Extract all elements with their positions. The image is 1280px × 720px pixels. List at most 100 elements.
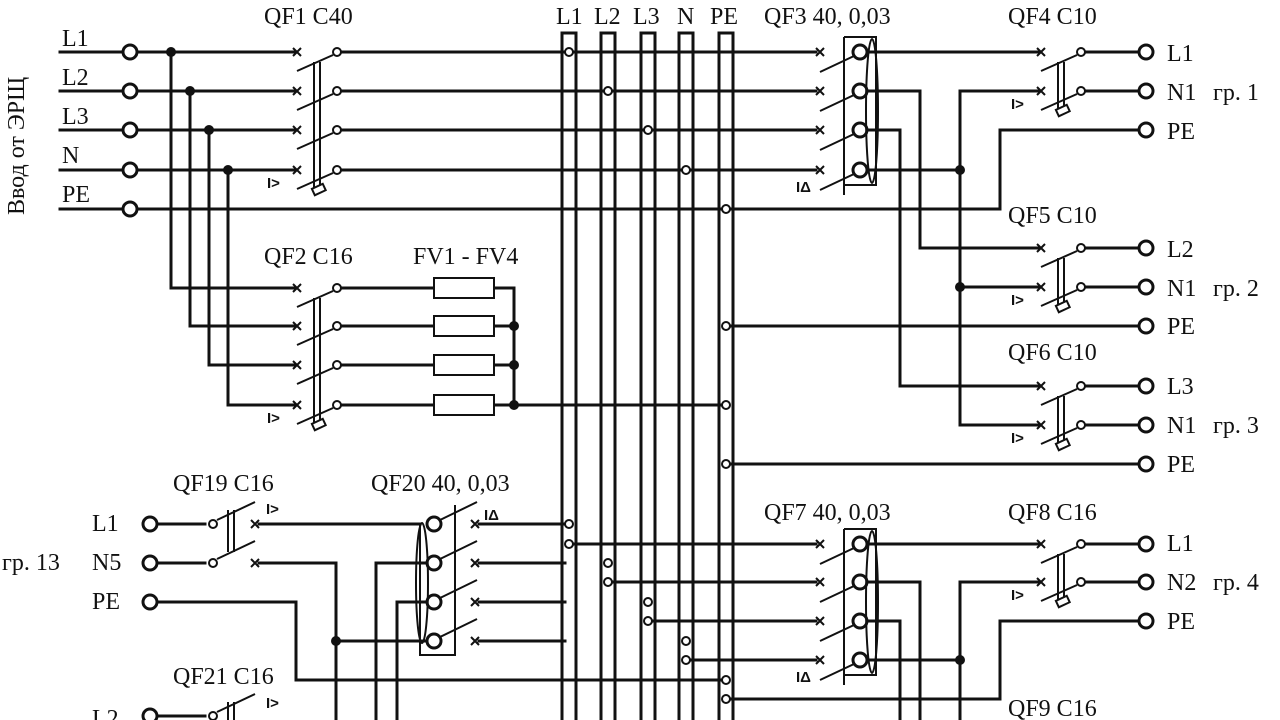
group13-out-pe: PE	[92, 589, 120, 615]
qf5-overcurrent-icon: I>	[1011, 292, 1024, 309]
group13-label: гр. 13	[2, 550, 60, 576]
fixed-contact-x	[815, 86, 825, 96]
busbar-connection	[643, 616, 653, 626]
qf8-overcurrent-icon: I>	[1011, 587, 1024, 604]
fixed-contact-x	[815, 47, 825, 57]
fixed-contact-x	[815, 616, 825, 626]
fixed-contact-x	[292, 47, 302, 57]
qf2-feed-wire	[207, 128, 298, 367]
qf1-contact	[332, 125, 342, 135]
qf3-contact	[851, 121, 869, 139]
group-output-terminal	[1137, 278, 1155, 296]
busbar-connection	[681, 636, 691, 646]
qf6-trip-unit	[1054, 437, 1072, 452]
gr13-terminal	[141, 515, 159, 533]
busbar-n	[677, 31, 695, 720]
qf20-blade	[439, 540, 478, 560]
qf2-contact	[332, 321, 342, 331]
fixed-contact-x	[470, 558, 480, 568]
fuse-label-fv: FV1 - FV4	[413, 244, 518, 270]
busbar-connection	[681, 655, 691, 665]
input-terminal	[121, 121, 139, 139]
group4-label: гр. 4	[1213, 570, 1259, 596]
busbar-connection	[681, 165, 691, 175]
qf21-overcurrent-icon: I>	[266, 695, 279, 712]
qf1-trip-unit	[310, 182, 328, 197]
qf2-feed-wire	[169, 50, 298, 290]
input-terminal	[121, 82, 139, 100]
qf20-blade	[439, 501, 478, 521]
pe-busbar-connection	[721, 459, 731, 469]
fixed-contact-x	[1036, 420, 1046, 430]
qf8-trip-unit	[1054, 594, 1072, 609]
qf21-linkage	[227, 702, 235, 720]
gr13-pe	[155, 600, 724, 682]
qf5-contact	[1076, 243, 1086, 253]
symbols: I>I>IΔI>I>I>I>IΔI>IΔI>	[121, 38, 1155, 720]
pe-gr1	[998, 128, 1140, 211]
qf6-overcurrent-icon: I>	[1011, 430, 1024, 447]
busbar-l2	[599, 31, 617, 720]
qf6-contact	[1076, 381, 1086, 391]
qf8-linkage	[1057, 554, 1065, 602]
fixed-contact-x	[470, 519, 480, 529]
input-title: Ввод от ЭРЩ	[4, 77, 30, 215]
junction-dot	[185, 86, 195, 96]
qf1-contact	[332, 47, 342, 57]
qf4-contact	[1076, 86, 1086, 96]
qf7-blade	[819, 624, 855, 642]
n1-distribution	[958, 89, 1042, 427]
pe-busbar-connection	[721, 694, 731, 704]
busbar-l3	[639, 31, 657, 720]
busbar-connection	[564, 519, 574, 529]
breaker-label-qf5: QF5 C10	[1008, 203, 1097, 229]
qf3-frame	[844, 36, 877, 186]
qf21-contact	[208, 711, 218, 720]
qf7-current-transformer	[865, 530, 879, 674]
qf20-current-transformer	[415, 522, 429, 644]
breaker-label-qf9: QF9 C16	[1008, 696, 1097, 720]
qf19-contact	[208, 519, 218, 529]
fixed-contact-x	[1036, 243, 1046, 253]
busbar-connection	[603, 86, 613, 96]
group-output-terminal	[1137, 416, 1155, 434]
junction-dot	[166, 47, 176, 57]
fixed-contact-x	[470, 597, 480, 607]
busbar-connection	[603, 577, 613, 587]
qf3-l3-out	[865, 128, 1042, 388]
junction-dot	[331, 636, 341, 646]
group1-out-n: N1	[1167, 80, 1196, 106]
qf20-differential-icon: IΔ	[484, 507, 499, 524]
qf19-overcurrent-icon: I>	[266, 501, 279, 518]
busbar-connection	[643, 597, 653, 607]
group1-out-l1: L1	[1167, 41, 1194, 67]
group-output-terminal	[1137, 455, 1155, 473]
group-output-terminal	[1137, 43, 1155, 61]
breaker-label-qf21: QF21 C16	[173, 664, 274, 690]
group2-out-n: N1	[1167, 276, 1196, 302]
qf2-contact	[332, 400, 342, 410]
fixed-contact-x	[815, 165, 825, 175]
qf1-contact	[332, 165, 342, 175]
surge-arrester-fv3	[433, 354, 495, 376]
breaker-label-qf7: QF7 40, 0,03	[764, 500, 891, 526]
group3-out-l3: L3	[1167, 374, 1194, 400]
qf7-l3-out	[865, 619, 902, 720]
input-terminal	[121, 200, 139, 218]
qf20-blade	[439, 579, 478, 599]
qf7-blade	[819, 585, 855, 603]
group4-out-n: N2	[1167, 570, 1196, 596]
qf8-contact	[1076, 539, 1086, 549]
fixed-contact-x	[292, 283, 302, 293]
group-output-terminal	[1137, 573, 1155, 591]
qf3-contact	[851, 43, 869, 61]
group-output-terminal	[1137, 82, 1155, 100]
busbar-label-n: N	[677, 4, 694, 30]
qf20-frame	[419, 505, 456, 656]
input-label-l2: L2	[62, 65, 89, 91]
input-label-l3: L3	[62, 104, 89, 130]
fixed-contact-x	[815, 577, 825, 587]
qf4-linkage	[1057, 62, 1065, 111]
group13-out-n: N5	[92, 550, 121, 576]
